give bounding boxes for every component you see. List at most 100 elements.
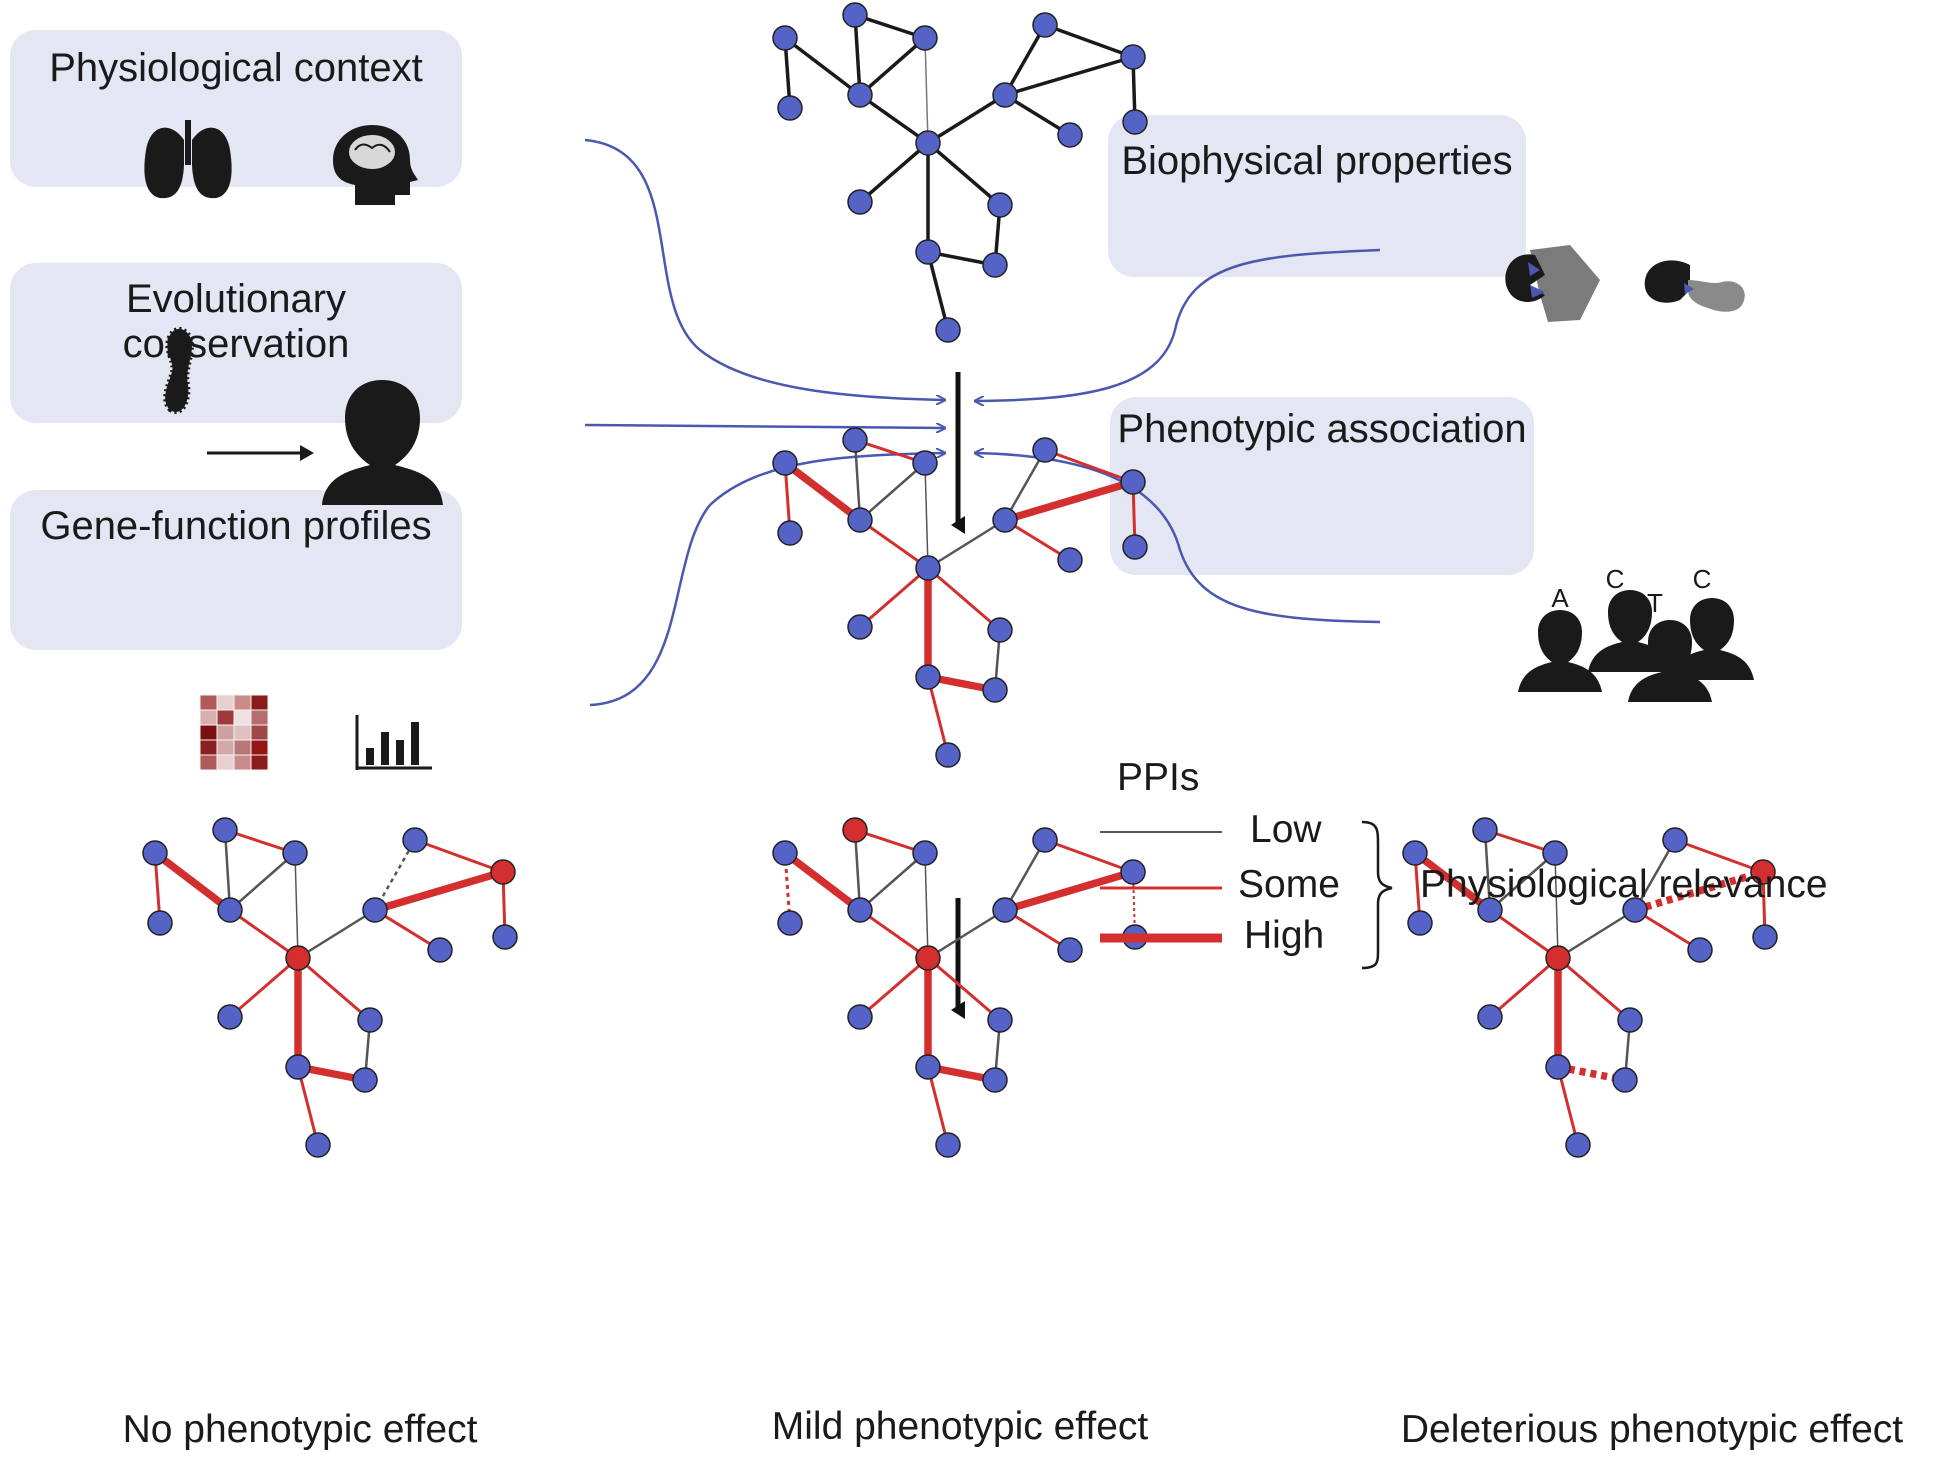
protein-node	[935, 1132, 961, 1158]
network-edge	[1483, 829, 1492, 911]
network-edge	[1633, 868, 1765, 914]
protein-node	[1545, 1054, 1571, 1080]
network-edge	[1557, 956, 1631, 1022]
legend-group-label: Physiological relevance	[1420, 863, 1828, 906]
protein-node	[772, 450, 798, 476]
network-edge	[296, 1066, 320, 1146]
allele-label: C	[1606, 564, 1625, 594]
legend-label-high: High	[1244, 914, 1325, 957]
network-edge	[859, 852, 926, 911]
network-annotated	[772, 427, 1148, 768]
arrow-right-icon	[207, 445, 314, 461]
protein-node	[915, 555, 941, 581]
protein-node	[357, 1007, 383, 1033]
legend-label-low: Low	[1250, 808, 1322, 851]
caption-deleterious-effect: Deleterious phenotypic effect	[1400, 1408, 1904, 1451]
protein-node	[777, 95, 803, 121]
protein-node	[1687, 937, 1713, 963]
protein-node	[842, 427, 868, 453]
network-edge	[294, 852, 299, 959]
network-edge	[853, 829, 862, 911]
network-edge	[1489, 852, 1556, 911]
network-edge	[1003, 478, 1135, 524]
protein-node	[847, 1004, 873, 1030]
caption-mild-effect: Mild phenotypic effect	[771, 1405, 1149, 1448]
protein-node	[427, 937, 453, 963]
network-edge	[1633, 839, 1677, 911]
network-edge	[924, 852, 929, 959]
connector-evolutionary	[584, 425, 945, 428]
protein-node	[847, 82, 873, 108]
protein-node	[847, 614, 873, 640]
panel-title: Gene-function profiles	[40, 504, 432, 548]
protein-node	[402, 827, 428, 853]
network-edge	[229, 956, 299, 1019]
legend-brace	[1361, 820, 1393, 970]
network-edge	[373, 868, 505, 914]
panel-physiological-context: Physiological context	[10, 30, 462, 187]
network-edge	[1003, 868, 1135, 914]
network-edge	[858, 141, 930, 204]
brain-head-icon	[333, 125, 418, 205]
protein-node	[992, 897, 1018, 923]
protein-node	[352, 1067, 378, 1093]
protein-node	[992, 82, 1018, 108]
network-edge	[152, 850, 233, 913]
network-edge	[373, 839, 417, 911]
protein-node	[1032, 827, 1058, 853]
protein-node	[217, 897, 243, 923]
panel-title: Physiological context	[49, 46, 423, 90]
mutated-node	[915, 945, 941, 971]
protein-node	[992, 507, 1018, 533]
network-edge	[1044, 23, 1134, 59]
protein-node	[987, 1007, 1013, 1033]
protein-node	[1472, 817, 1498, 843]
panel-connectors	[584, 138, 1381, 707]
population-icon	[1518, 590, 1754, 702]
legend-label-some: Some	[1238, 863, 1340, 906]
protein-node	[912, 25, 938, 51]
protein-node	[212, 817, 238, 843]
network-edge	[927, 956, 1001, 1022]
network-edge	[782, 850, 863, 913]
lungs-icon	[144, 120, 232, 199]
protein-node	[1122, 109, 1148, 135]
protein-node	[1662, 827, 1688, 853]
network-edge	[853, 14, 862, 96]
network-edge	[1044, 448, 1134, 484]
panel-phenotypic-association: Phenotypic association	[1110, 397, 1534, 575]
protein-node	[1565, 1132, 1591, 1158]
protein-node	[1120, 469, 1146, 495]
protein-node	[1122, 534, 1148, 560]
network-edge	[924, 37, 929, 144]
network-edge	[853, 439, 862, 521]
human-head-icon	[322, 380, 443, 505]
protein-node	[912, 840, 938, 866]
protein-node	[1622, 897, 1648, 923]
protein-node	[982, 1067, 1008, 1093]
protein-pair-icon	[1644, 260, 1745, 312]
network-edge	[858, 36, 927, 97]
protein-node	[142, 840, 168, 866]
network-edge	[1412, 850, 1493, 913]
network-edge	[927, 518, 1006, 570]
panel-title: Biophysical properties	[1121, 139, 1513, 183]
protein-node	[915, 664, 941, 690]
protein-node	[777, 520, 803, 546]
connector-phenotypic	[975, 453, 1381, 624]
network-edge	[859, 462, 926, 521]
network-edge	[859, 518, 929, 570]
protein-node	[915, 130, 941, 156]
protein-node	[847, 897, 873, 923]
protein-node	[912, 450, 938, 476]
protein-node	[1057, 547, 1083, 573]
network-edge	[1044, 838, 1134, 874]
network-edge	[229, 852, 296, 911]
protein-node	[915, 239, 941, 265]
protein-node	[1120, 44, 1146, 70]
network-edge	[927, 93, 1006, 145]
protein-node	[935, 742, 961, 768]
ppi-legend	[1100, 820, 1393, 970]
network-edge	[1554, 852, 1559, 959]
